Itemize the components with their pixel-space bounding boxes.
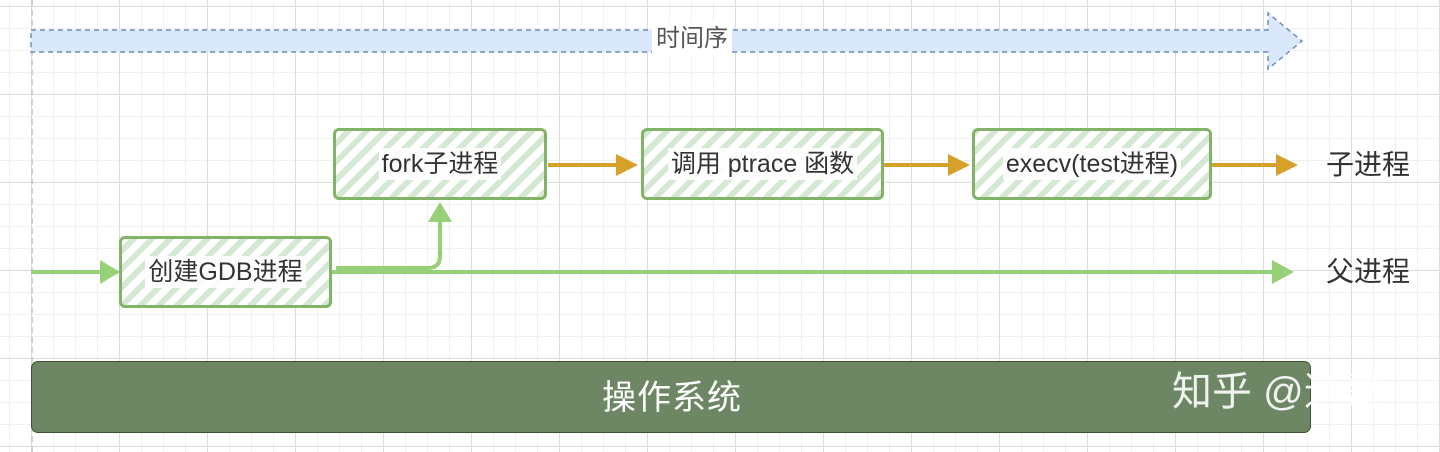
call-ptrace-label: 调用 ptrace 函数 (667, 148, 858, 180)
watermark: 知乎 @道哥 (1172, 370, 1384, 414)
operating-system-label: 操作系统 (602, 379, 742, 417)
child-process-label: 子进程 (1326, 149, 1411, 180)
operating-system-bar: 操作系统 (31, 361, 1311, 433)
create-gdb-process-label: 创建GDB进程 (145, 256, 306, 288)
parent-line-in-head (100, 260, 120, 284)
fork-connector (336, 218, 442, 270)
fork-to-ptrace-head (616, 154, 638, 176)
fork-connector-head (428, 202, 452, 222)
fork-child-process-box: fork子进程 (333, 128, 547, 200)
timeline-label: 时间序 (652, 22, 732, 56)
parent-line-out-head (1272, 260, 1294, 284)
parent-process-label: 父进程 (1326, 256, 1411, 287)
ptrace-to-execv-head (948, 154, 970, 176)
left-guide-line (31, 0, 33, 452)
fork-child-process-label: fork子进程 (378, 148, 502, 180)
create-gdb-process-box: 创建GDB进程 (119, 236, 332, 308)
call-ptrace-box: 调用 ptrace 函数 (641, 128, 884, 200)
execv-to-child-head (1276, 154, 1298, 176)
execv-test-process-label: execv(test进程) (1002, 148, 1182, 180)
execv-test-process-box: execv(test进程) (972, 128, 1212, 200)
